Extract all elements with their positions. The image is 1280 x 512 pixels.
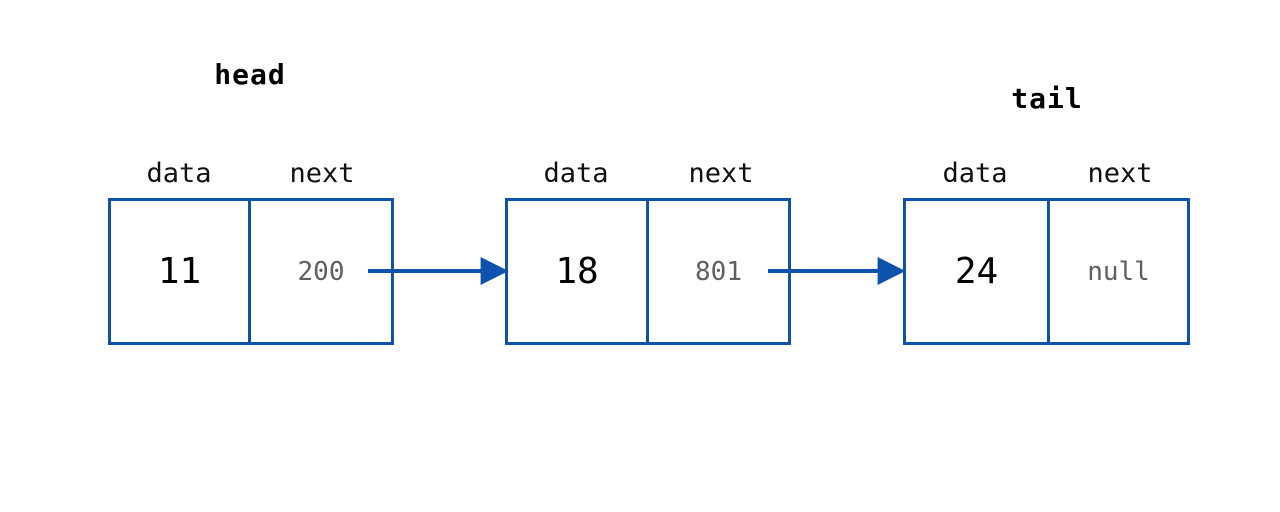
pointer-label-head: head bbox=[214, 58, 286, 91]
node-data-cell: 24 bbox=[954, 251, 999, 292]
field-caption-next-node-1: next bbox=[289, 158, 355, 189]
pointer-label-tail: tail bbox=[1011, 82, 1083, 115]
node-next-cell: null bbox=[1047, 201, 1187, 342]
list-node: 24 null bbox=[903, 198, 1190, 345]
node-data-cell: 11 bbox=[157, 251, 202, 292]
node-next-cell: 200 bbox=[248, 201, 391, 342]
field-caption-next-node-2: next bbox=[688, 158, 754, 189]
next-pointer-arrow bbox=[768, 257, 906, 285]
node-next-cell: 801 bbox=[646, 201, 788, 342]
field-caption-data-node-2: data bbox=[543, 158, 609, 189]
next-pointer-arrow bbox=[368, 257, 509, 285]
field-caption-data-node-3: data bbox=[942, 158, 1008, 189]
field-caption-next-node-3: next bbox=[1087, 158, 1153, 189]
field-caption-data-node-1: data bbox=[146, 158, 212, 189]
list-node: 11 200 bbox=[108, 198, 394, 345]
node-data-cell: 18 bbox=[555, 251, 599, 292]
list-node: 18 801 bbox=[505, 198, 791, 345]
